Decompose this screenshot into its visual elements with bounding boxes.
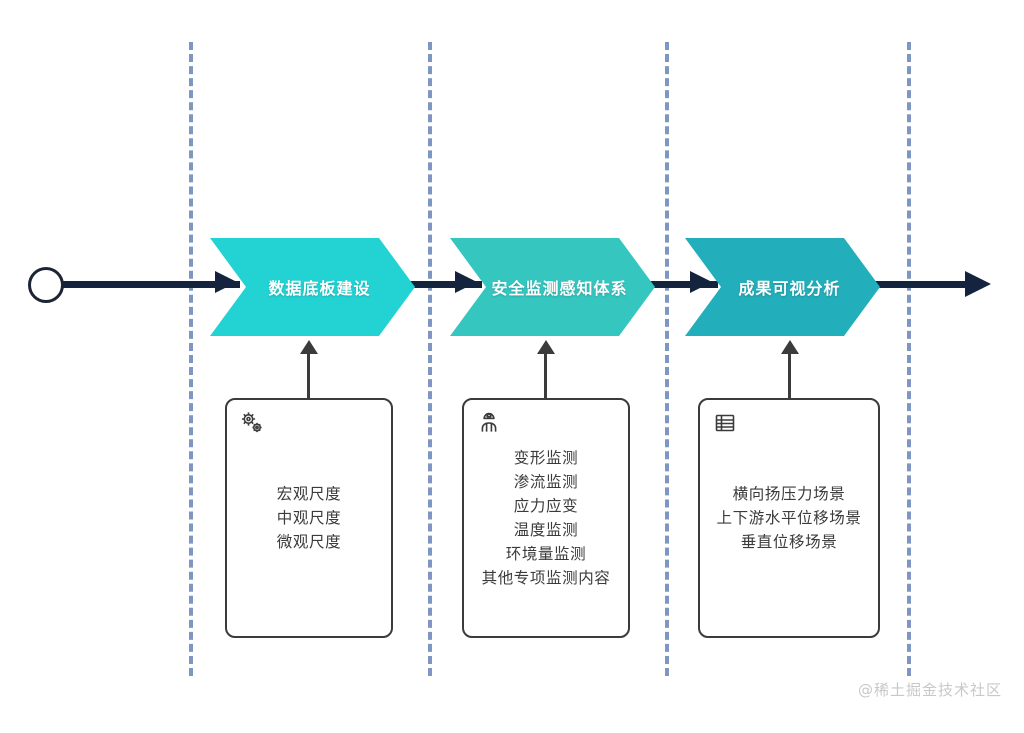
detail-card-2-line-5: 环境量监测 (505, 545, 587, 564)
connector-line-2 (544, 352, 547, 400)
stage-chevron-2[interactable]: 安全监测感知体系 (450, 238, 655, 336)
detail-card-2-line-4: 温度监测 (513, 521, 579, 539)
worker-icon (476, 410, 502, 436)
timeline-arrow-head (965, 271, 991, 297)
connector-arrow-3 (781, 340, 799, 354)
detail-card-3[interactable]: 横向扬压力场景 上下游水平位移场景 垂直位移场景 (698, 398, 880, 638)
timeline-segment-end (860, 281, 968, 288)
connector-arrow-1 (300, 340, 318, 354)
gears-icon (239, 410, 265, 436)
phase-divider-3 (665, 42, 669, 676)
detail-card-2-line-2: 渗流监测 (513, 472, 579, 491)
connector-arrow-2 (537, 340, 555, 354)
stage-chevron-1[interactable]: 数据底板建设 (210, 238, 415, 336)
timeline-segment-2-3 (630, 281, 718, 288)
timeline-arrow-head-stage-3 (690, 271, 712, 293)
detail-card-2-line-3: 应力应变 (513, 496, 579, 515)
detail-card-2-line-1: 变形监测 (513, 448, 579, 467)
connector-line-3 (788, 352, 791, 400)
detail-card-3-lines: 横向扬压力场景 上下游水平位移场景 垂直位移场景 (711, 482, 868, 554)
detail-card-1-line-3: 微观尺度 (276, 533, 342, 551)
phase-divider-1 (189, 42, 193, 676)
timeline-arrow-head-stage-1 (215, 271, 237, 293)
detail-card-1[interactable]: 宏观尺度 中观尺度 微观尺度 (225, 398, 393, 638)
detail-card-3-line-2: 上下游水平位移场景 (716, 508, 862, 527)
table-icon (712, 410, 738, 436)
phase-divider-4 (907, 42, 911, 676)
stage-chevron-3-label: 成果可视分析 (738, 279, 841, 298)
detail-card-2-lines: 变形监测 渗流监测 应力应变 温度监测 环境量监测 其他专项监测内容 (476, 446, 617, 590)
timeline-arrow-head-stage-2 (455, 271, 477, 293)
connector-line-1 (307, 352, 310, 400)
stage-chevron-1-label: 数据底板建设 (268, 279, 371, 298)
detail-card-3-line-3: 垂直位移场景 (740, 533, 838, 551)
stage-chevron-2-label: 安全监测感知体系 (491, 279, 628, 298)
timeline-start-circle (28, 267, 64, 303)
phase-divider-2 (428, 42, 432, 676)
detail-card-3-line-1: 横向扬压力场景 (732, 484, 846, 503)
timeline-segment-start (63, 281, 240, 288)
watermark: @稀土掘金技术社区 (857, 681, 1002, 699)
detail-card-1-line-2: 中观尺度 (276, 508, 342, 527)
timeline-segment-1-2 (392, 281, 482, 288)
detail-card-2[interactable]: 变形监测 渗流监测 应力应变 温度监测 环境量监测 其他专项监测内容 (462, 398, 630, 638)
detail-card-1-line-1: 宏观尺度 (276, 484, 342, 503)
detail-card-2-line-6: 其他专项监测内容 (481, 569, 611, 588)
detail-card-1-lines: 宏观尺度 中观尺度 微观尺度 (271, 482, 347, 554)
